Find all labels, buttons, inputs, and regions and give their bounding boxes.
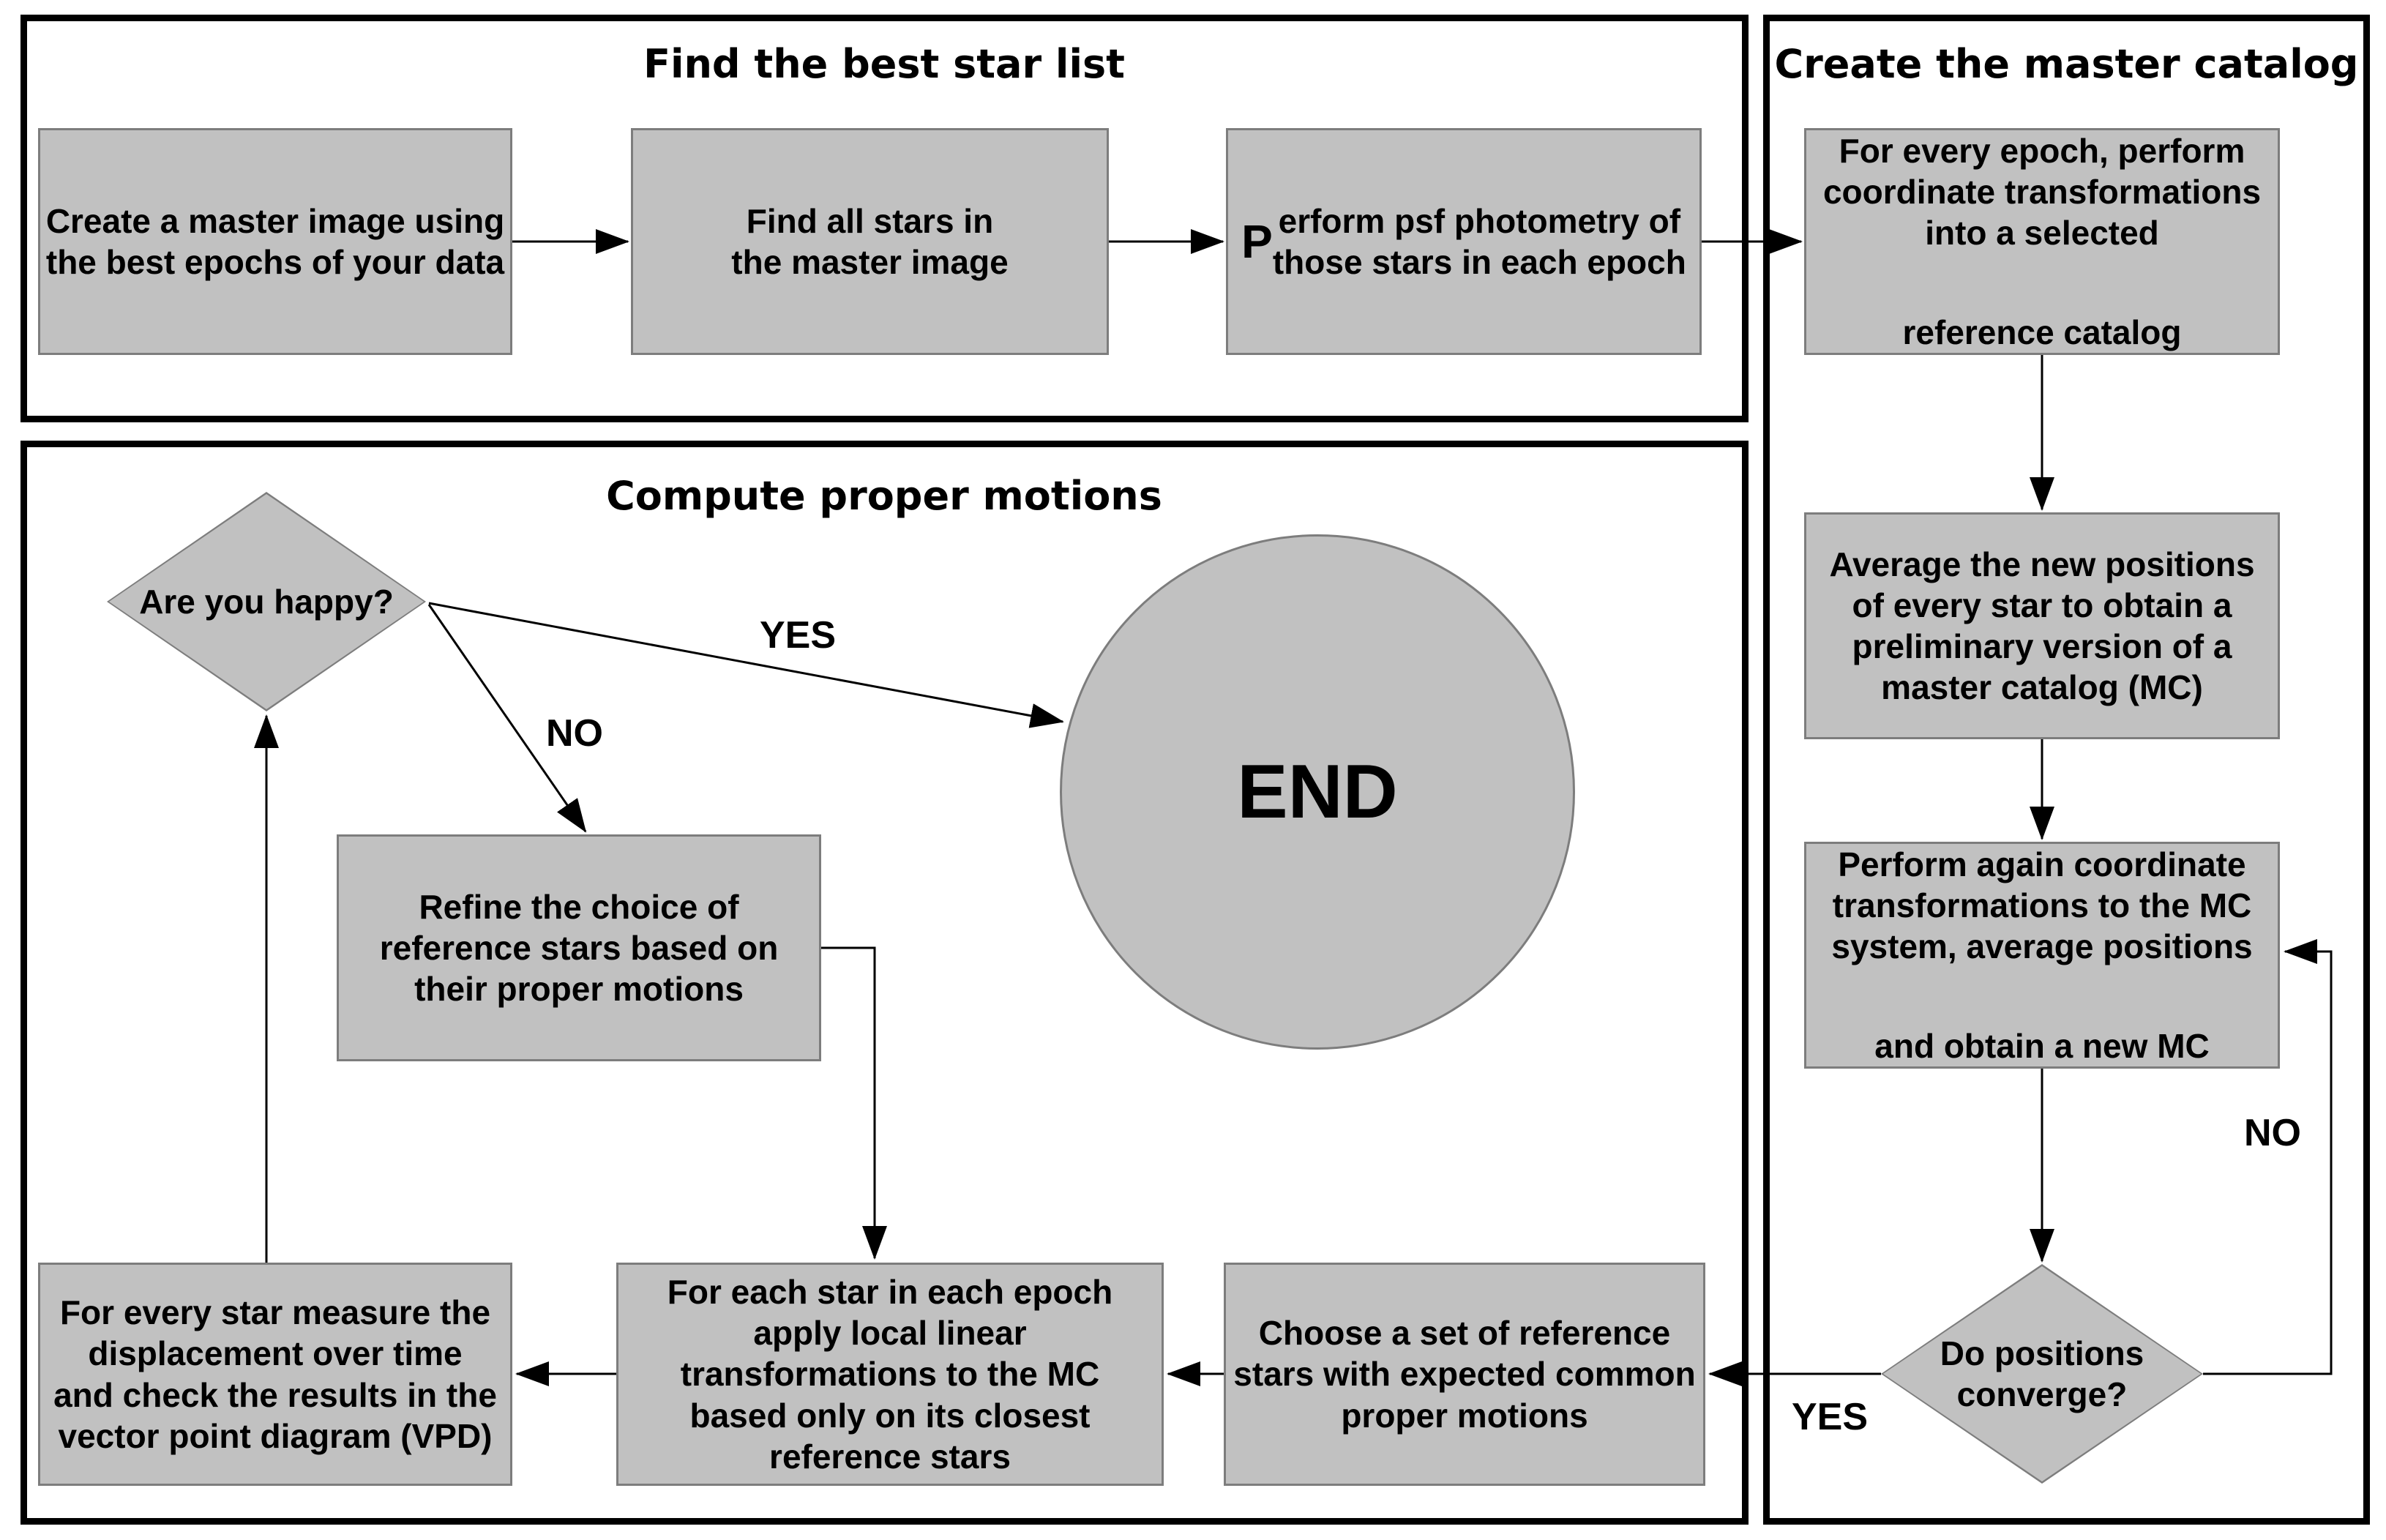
terminator-end: END (1060, 534, 1575, 1050)
process-box-measure-displacement: For every star measure the displacement … (38, 1263, 512, 1486)
process-box-refine-reference-stars: Refine the choice of reference stars bas… (337, 834, 821, 1061)
coordinate-transformations-line1: For every epoch, perform coordinate tran… (1822, 131, 2262, 252)
psf-box-initial-cap: P (1241, 214, 1273, 268)
process-box-choose-reference-stars: Choose a set of reference stars with exp… (1224, 1263, 1705, 1486)
decision-text-positions-converge: Do positions converge? (1940, 1334, 2144, 1413)
process-box-average-positions: Average the new positions of every star … (1804, 512, 2280, 739)
coordinate-transformations-text: For every epoch, perform coordinate tran… (1823, 89, 2261, 395)
branch-label-yes-happy: YES (759, 614, 837, 657)
branch-label-no-converge: NO (2244, 1112, 2301, 1154)
panel-title-create-master-catalog: Create the master catalog (1774, 41, 2359, 87)
branch-label-yes-converge: YES (1791, 1396, 1869, 1438)
process-box-local-linear-transformations: For each star in each epoch apply local … (616, 1263, 1164, 1486)
panel-title-compute-proper-motions: Compute proper motions (606, 473, 1162, 519)
process-box-coordinate-transformations: For every epoch, perform coordinate tran… (1804, 128, 2280, 355)
decision-diamond-are-you-happy: Are you happy? (107, 492, 426, 711)
process-box-find-all-stars: Find all stars in the master image (631, 128, 1109, 355)
coordinate-transformations-line2: reference catalog (1902, 313, 2182, 352)
new-master-catalog-line1: Perform again coordinate transformations… (1831, 845, 2253, 965)
new-master-catalog-text: Perform again coordinate transformations… (1831, 803, 2252, 1108)
process-box-create-master-image: Create a master image using the best epo… (38, 128, 512, 355)
decision-diamond-positions-converge: Do positions converge? (1881, 1264, 2203, 1484)
branch-label-no-happy: NO (546, 712, 603, 755)
new-master-catalog-line2: and obtain a new MC (1874, 1027, 2210, 1066)
decision-text-are-you-happy: Are you happy? (139, 582, 394, 621)
psf-box-text: erform psf photometry of those stars in … (1272, 201, 1686, 281)
process-box-new-master-catalog: Perform again coordinate transformations… (1804, 842, 2280, 1069)
panel-title-find-best-star-list: Find the best star list (643, 41, 1125, 87)
